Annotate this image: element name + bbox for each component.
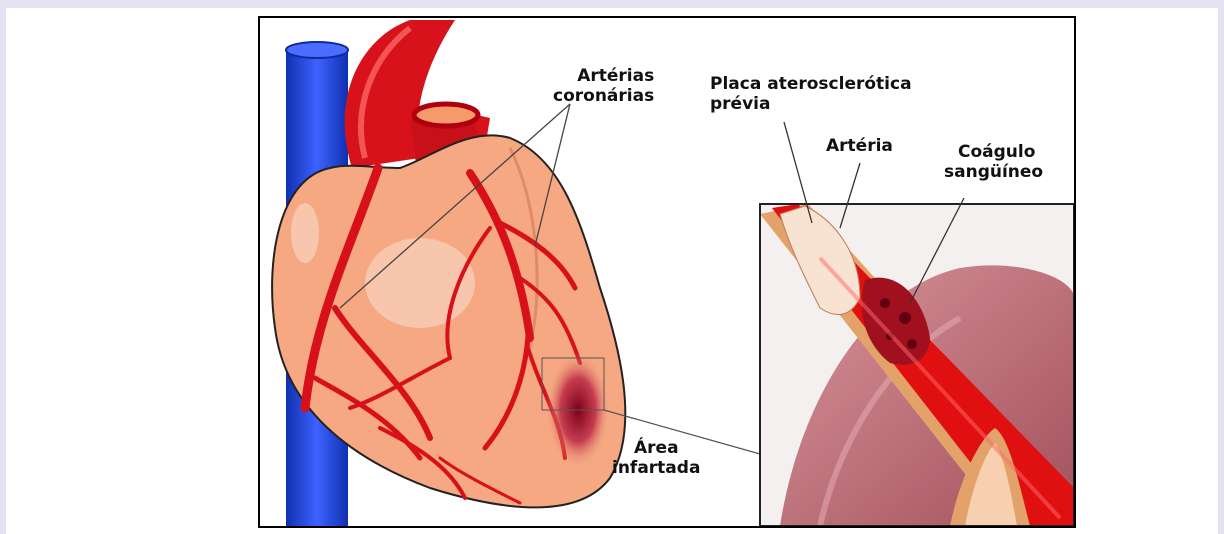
label-plaque: Placa aterosclerótica prévia	[710, 74, 912, 114]
label-coronary-arteries: Artérias coronárias	[563, 66, 654, 106]
label-artery: Artéria	[826, 136, 893, 156]
label-infarct-area: Área infartada	[612, 438, 700, 478]
heart-attack-illustration: Artérias coronárias Placa aterosclerótic…	[258, 16, 1076, 528]
label-clot: Coágulo sangüíneo	[944, 142, 1043, 182]
inset-magnified-artery	[760, 204, 1074, 526]
page-background: Artérias coronárias Placa aterosclerótic…	[6, 8, 1218, 534]
